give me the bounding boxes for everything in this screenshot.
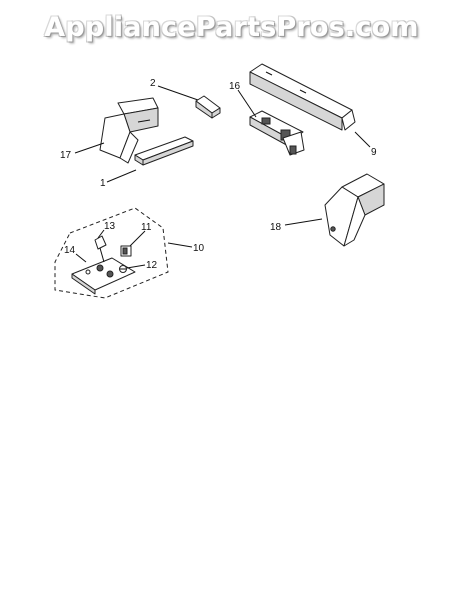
part-13-clip[interactable] [94,235,107,263]
callout-9: 9 [371,147,377,158]
part-11-switch[interactable] [120,245,132,257]
part-16-assembly[interactable] [249,110,305,156]
part-12-screw[interactable] [119,265,127,273]
callout-11: 11 [141,222,152,233]
callout-13: 13 [104,221,116,232]
callout-14: 14 [64,245,76,256]
callout-2: 2 [150,78,156,89]
leader-lines [74,85,371,269]
part-9-bracket[interactable] [249,63,356,131]
part-14-plate[interactable] [71,257,136,295]
part-2-block[interactable] [195,95,221,119]
callout-18: 18 [270,222,282,233]
callout-10: 10 [193,243,205,254]
part-1-strip[interactable] [134,136,194,166]
part-18-cover[interactable] [324,173,385,247]
callout-12: 12 [146,260,158,271]
watermark-logo: AppliancePartsPros.com [44,12,419,43]
callout-17: 17 [60,150,72,161]
part-17-duct[interactable] [99,97,159,164]
callout-1: 1 [100,178,106,189]
callout-16: 16 [229,81,241,92]
part-10-dashed-outline [54,207,169,299]
